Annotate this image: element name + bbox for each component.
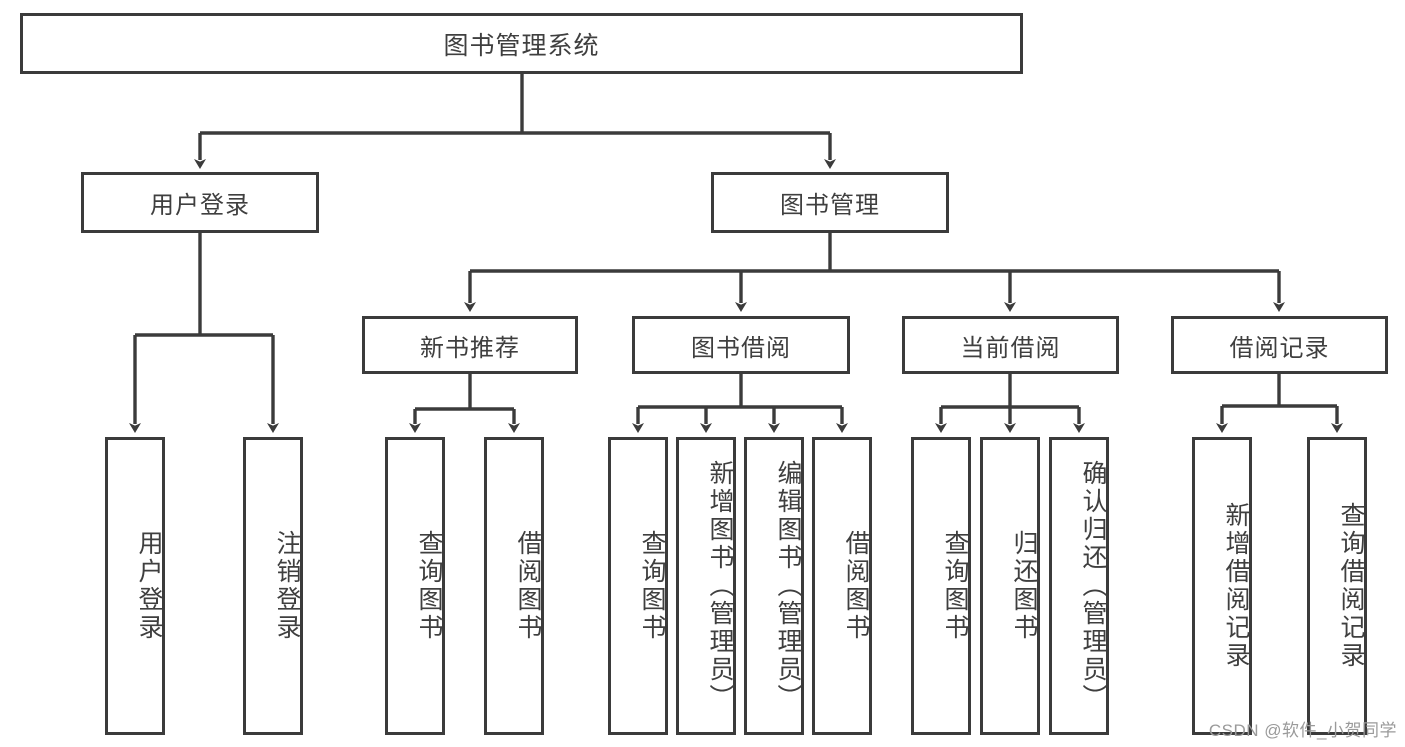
node-label: 确认归还（管理员） xyxy=(1079,460,1107,712)
watermark-text: CSDN @软件_小贺同学 xyxy=(1208,721,1397,740)
node-label: 查询图书 xyxy=(941,530,969,642)
node-label: 归还图书 xyxy=(1010,530,1038,642)
node-label: 编辑图书（管理员） xyxy=(774,460,802,712)
node-root-book-management-system[interactable]: 图书管理系统 xyxy=(20,13,1023,74)
leaf-add-borrow-record[interactable]: 新增借阅记录 xyxy=(1192,437,1252,735)
leaf-return-book[interactable]: 归还图书 xyxy=(980,437,1040,735)
node-label: 新增借阅记录 xyxy=(1222,502,1250,670)
node-label: 用户登录 xyxy=(150,192,250,219)
node-label: 查询图书 xyxy=(415,530,443,642)
node-label: 借阅图书 xyxy=(514,530,542,642)
leaf-add-book-admin[interactable]: 新增图书（管理员） xyxy=(676,437,736,735)
leaf-borrow-book[interactable]: 借阅图书 xyxy=(812,437,872,735)
node-label: 新书推荐 xyxy=(420,334,520,362)
node-label: 查询借阅记录 xyxy=(1337,502,1365,670)
node-book-management[interactable]: 图书管理 xyxy=(711,172,949,233)
leaf-user-logout[interactable]: 注销登录 xyxy=(243,437,303,735)
node-label: 注销登录 xyxy=(273,530,301,642)
node-label: 图书借阅 xyxy=(691,334,791,362)
leaf-borrow-book-recommend[interactable]: 借阅图书 xyxy=(484,437,544,735)
node-user-login[interactable]: 用户登录 xyxy=(81,172,319,233)
node-current-borrow[interactable]: 当前借阅 xyxy=(902,316,1119,374)
node-label: 查询图书 xyxy=(638,530,666,642)
leaf-query-book-recommend[interactable]: 查询图书 xyxy=(385,437,445,735)
leaf-confirm-return-admin[interactable]: 确认归还（管理员） xyxy=(1049,437,1109,735)
node-new-book-recommend[interactable]: 新书推荐 xyxy=(362,316,578,374)
node-label: 借阅记录 xyxy=(1229,334,1330,362)
node-borrow-record[interactable]: 借阅记录 xyxy=(1171,316,1388,374)
leaf-user-login[interactable]: 用户登录 xyxy=(105,437,165,735)
node-label: 当前借阅 xyxy=(960,334,1061,362)
node-book-borrow[interactable]: 图书借阅 xyxy=(632,316,850,374)
node-label: 新增图书（管理员） xyxy=(706,460,734,712)
leaf-edit-book-admin[interactable]: 编辑图书（管理员） xyxy=(744,437,804,735)
leaf-query-book-current[interactable]: 查询图书 xyxy=(911,437,971,735)
leaf-query-borrow-record[interactable]: 查询借阅记录 xyxy=(1307,437,1367,735)
leaf-query-book-borrow[interactable]: 查询图书 xyxy=(608,437,668,735)
node-label: 图书管理 xyxy=(780,192,880,219)
node-label: 图书管理系统 xyxy=(443,31,600,60)
node-label: 借阅图书 xyxy=(842,530,870,642)
node-label: 用户登录 xyxy=(135,530,163,642)
